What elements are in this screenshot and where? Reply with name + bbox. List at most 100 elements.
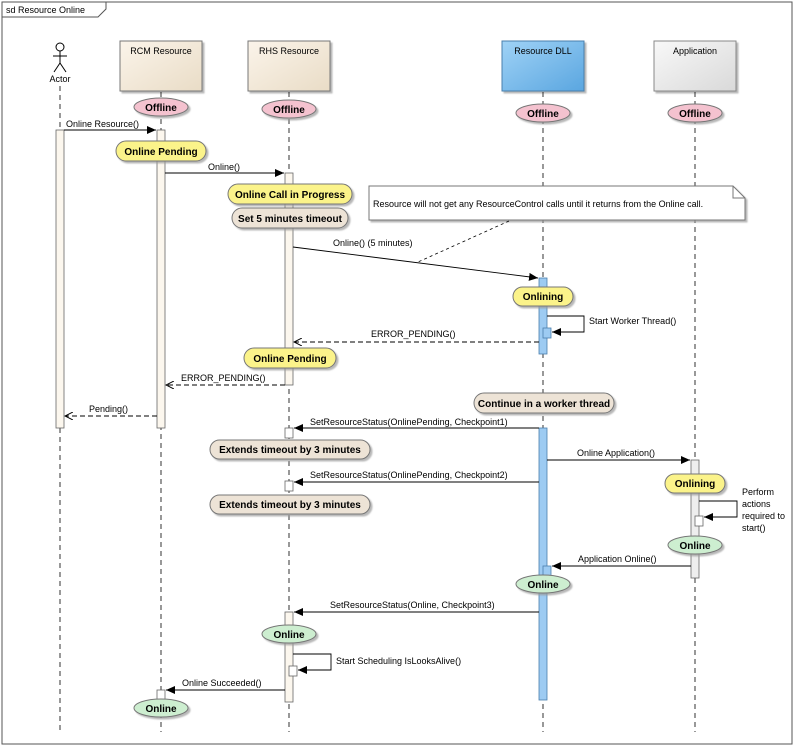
message-label-perform-actions: Perform actions required to start() [742, 487, 788, 533]
state-shape [664, 473, 726, 494]
state-online-app[interactable]: Online [667, 535, 723, 555]
state-label: Onlining [675, 479, 716, 490]
message-label-start-worker: Start Worker Thread() [589, 316, 676, 326]
lifeline-head-rcm[interactable] [119, 40, 203, 92]
activation-rhs-cp2 [284, 480, 294, 492]
state-offline-dll[interactable]: Offline [515, 103, 571, 123]
message-label-application-online: Application Online() [578, 554, 657, 564]
message-label-checkpoint1: SetResourceStatus(OnlinePending, Checkpo… [310, 417, 508, 427]
message-lines [64, 126, 738, 694]
state-label: Offline [679, 109, 711, 120]
message-label-online-application: Online Application() [577, 448, 655, 458]
state-shape [515, 574, 571, 594]
state-label: Extends timeout by 3 minutes [219, 445, 361, 456]
state-label: Offline [527, 109, 559, 120]
state-label: Online [679, 541, 711, 552]
state-online-rcm[interactable]: Online [133, 698, 189, 718]
message-label-online-resource: Online Resource() [66, 119, 139, 129]
state-label: Online [273, 630, 305, 641]
message-label-online-succeeded: Online Succeeded() [182, 678, 262, 688]
state-online-dll[interactable]: Online [515, 574, 571, 594]
state-label: Offline [273, 105, 305, 116]
message-label-pending: Pending() [89, 404, 128, 414]
state-label: Online [527, 580, 559, 591]
message-line-online-5min [292, 246, 539, 281]
message-line-start-worker [547, 315, 585, 336]
state-shape [209, 439, 371, 460]
state-offline-rhs[interactable]: Offline [261, 99, 317, 119]
state-label: Online Pending [124, 147, 197, 158]
message-label-online: Online() [208, 162, 240, 172]
state-label: Online Call in Progress [235, 190, 345, 201]
message-labels: Online Resource() Online() Online() (5 m… [66, 119, 788, 688]
perform-line-3: required to [742, 511, 785, 521]
activation-rhs-2 [284, 611, 294, 703]
activation-app-self [694, 515, 704, 527]
actor-figure-icon [53, 42, 67, 73]
state-label: Set 5 minutes timeout [238, 214, 343, 225]
state-offline-app[interactable]: Offline [667, 103, 723, 123]
perform-line-1: Perform [742, 487, 774, 497]
message-line-perform-actions [699, 500, 738, 521]
state-online-pending-rcm[interactable]: Online Pending [115, 140, 207, 162]
state-extends-timeout-2[interactable]: Extends timeout by 3 minutes [209, 494, 371, 515]
state-shape [667, 535, 723, 555]
state-extends-timeout-1[interactable]: Extends timeout by 3 minutes [209, 439, 371, 460]
state-online-rhs[interactable]: Online [261, 624, 317, 644]
state-label: Continue in a worker thread [478, 399, 610, 410]
state-shape [115, 140, 207, 162]
frame-title-tab [2, 2, 107, 18]
note-box [368, 185, 746, 221]
frame-title: sd Resource Online [6, 5, 85, 15]
activation-dll-2 [538, 427, 548, 701]
lifeline-label-rcm: RCM Resource [130, 46, 192, 56]
message-label-online-5min: Online() (5 minutes) [333, 238, 413, 248]
activation-rhs-1 [284, 172, 294, 386]
actor-label: Actor [49, 74, 70, 84]
perform-line-4: start() [742, 523, 766, 533]
state-online-call-in-progress[interactable]: Online Call in Progress [227, 183, 353, 205]
state-label: Extends timeout by 3 minutes [219, 500, 361, 511]
note[interactable]: Resource will not get any ResourceContro… [368, 185, 746, 221]
state-shape [515, 103, 571, 123]
state-shape [133, 698, 189, 718]
message-label-error-pending-1: ERROR_PENDING() [371, 329, 456, 339]
message-label-checkpoint2: SetResourceStatus(OnlinePending, Checkpo… [310, 470, 508, 480]
state-label: Onlining [523, 292, 564, 303]
actor[interactable]: Actor [49, 42, 71, 84]
state-continue-worker-thread[interactable]: Continue in a worker thread [473, 392, 615, 414]
activation-rhs-self [288, 665, 298, 677]
state-label: Online Pending [253, 354, 326, 365]
state-shape [261, 624, 317, 644]
state-shape [512, 286, 574, 307]
lifeline-label-dll: Resource DLL [514, 46, 572, 56]
note-anchor-line [417, 220, 510, 263]
lifeline-head-app[interactable] [653, 40, 737, 92]
lifeline-label-rhs: RHS Resource [259, 46, 319, 56]
lifeline-label-app: Application [673, 46, 717, 56]
perform-line-2: actions [742, 499, 771, 509]
state-shape [261, 99, 317, 119]
state-online-pending-rhs[interactable]: Online Pending [243, 347, 337, 369]
message-label-error-pending-2: ERROR_PENDING() [181, 373, 266, 383]
note-corner [732, 186, 745, 199]
state-shape [667, 103, 723, 123]
state-offline-rcm[interactable]: Offline [133, 97, 189, 117]
state-onlining-app[interactable]: Onlining [664, 473, 726, 494]
state-shape [473, 392, 615, 414]
activation-dll-return [542, 565, 552, 577]
activation-bars [55, 129, 704, 703]
activation-rcm [156, 129, 166, 429]
message-label-checkpoint3: SetResourceStatus(Online, Checkpoint3) [330, 600, 495, 610]
lifeline-head-dll[interactable] [501, 40, 585, 92]
state-shape [231, 207, 349, 229]
state-set-5-min-timeout[interactable]: Set 5 minutes timeout [231, 207, 349, 229]
state-onlining-dll[interactable]: Onlining [512, 286, 574, 307]
state-shape [133, 97, 189, 117]
lifeline-head-rhs[interactable] [247, 40, 331, 92]
state-label: Online [145, 704, 177, 715]
state-shape [227, 183, 353, 205]
message-line-start-scheduling [293, 653, 332, 674]
